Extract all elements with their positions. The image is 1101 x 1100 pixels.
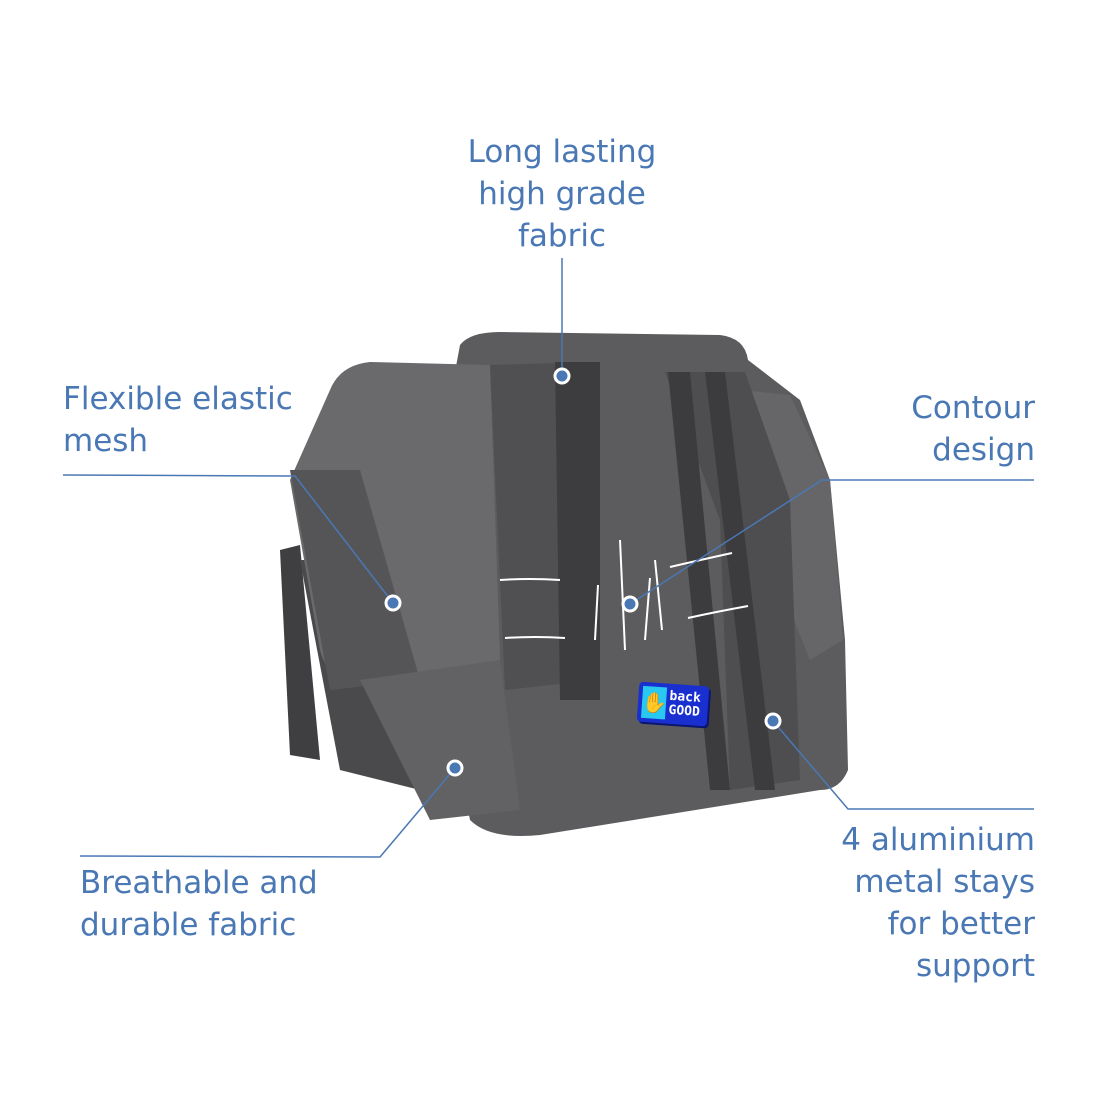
hand-icon: ✋ <box>640 685 668 720</box>
callout-line-contour <box>629 479 1034 605</box>
callout-line-breathable <box>79 767 456 858</box>
callout-line-flexible <box>62 474 394 604</box>
callout-dot-stays <box>764 712 782 730</box>
callout-line-stays <box>772 720 1034 810</box>
callout-label-contour: Contour design <box>911 390 1035 468</box>
callout-dot-breathable <box>446 759 464 777</box>
callout-label-breathable: Breathable and durable fabric <box>80 865 318 943</box>
callout-label-top: Long lasting high grade fabric <box>467 134 657 254</box>
logo-text-bottom: GOOD <box>668 702 701 720</box>
callout-label-stays: 4 aluminium metal stays for better suppo… <box>841 822 1035 984</box>
callout-dot-flexible <box>384 594 402 612</box>
callout-label-flexible: Flexible elastic mesh <box>63 381 293 459</box>
callout-dot-contour <box>621 595 639 613</box>
callout-dot-top <box>553 367 571 385</box>
